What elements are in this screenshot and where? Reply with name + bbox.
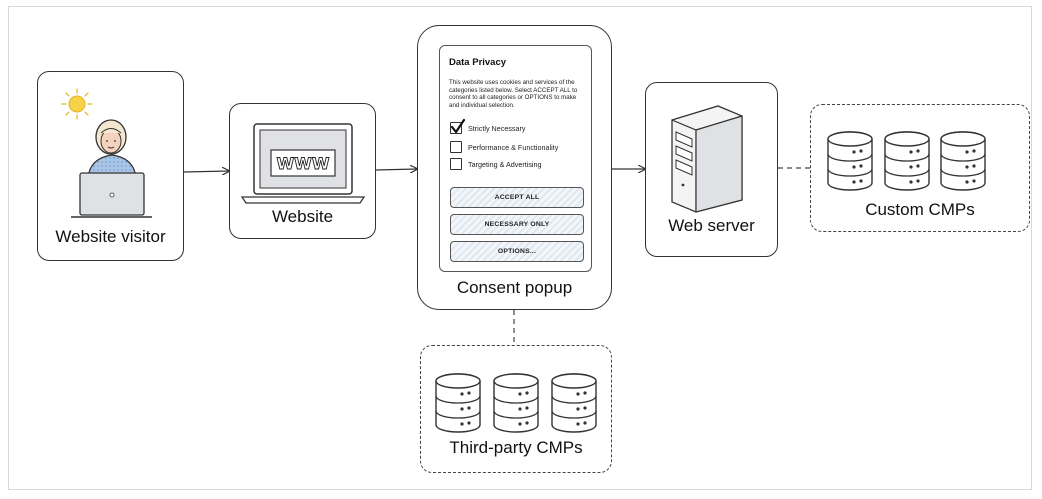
database-icon xyxy=(827,131,873,191)
database-icon xyxy=(493,373,539,433)
visitor-node xyxy=(37,71,184,261)
thirdparty-cmps-label: Third-party CMPs xyxy=(449,438,583,457)
checkmark-icon xyxy=(450,119,466,134)
popup-body-line: consent to all categories or OPTIONS to … xyxy=(449,94,577,102)
popup-body-line: categories listed below. Select ACCEPT A… xyxy=(449,86,578,94)
necessary-only-button[interactable]: NECESSARY ONLY xyxy=(450,214,584,235)
consent-popup-dialog: Data Privacy This website uses cookies a… xyxy=(439,45,592,272)
consent-label: Consent popup xyxy=(456,278,573,297)
website-laptop-icon: WWW xyxy=(240,123,366,204)
person-icon xyxy=(87,119,137,179)
accept-all-button[interactable]: ACCEPT ALL xyxy=(450,187,584,208)
sun-icon xyxy=(61,88,93,120)
visitor-label: Website visitor xyxy=(55,227,166,246)
option-targeting[interactable]: Targeting & Advertising xyxy=(450,158,542,170)
laptop-icon xyxy=(71,172,152,218)
checkbox-unchecked[interactable] xyxy=(450,141,462,153)
database-icon xyxy=(940,131,986,191)
popup-title: Data Privacy xyxy=(449,57,507,68)
popup-body-line: and individual selection. xyxy=(449,101,515,109)
option-label: Targeting & Advertising xyxy=(468,159,542,169)
server-label: Web server xyxy=(668,216,755,235)
edge-website-consent xyxy=(375,169,417,170)
popup-body-line: This website uses cookies and services o… xyxy=(449,79,575,86)
edge-visitor-website xyxy=(183,171,229,172)
www-text: WWW xyxy=(277,154,330,173)
database-icon xyxy=(884,131,930,191)
database-icon xyxy=(551,373,597,433)
diagram-frame xyxy=(8,6,1032,490)
checkbox-unchecked[interactable] xyxy=(450,158,462,170)
custom-cmps-label: Custom CMPs xyxy=(865,200,975,219)
option-performance[interactable]: Performance & Functionality xyxy=(450,141,558,153)
server-icon xyxy=(671,105,743,213)
option-label: Strictly Necessary xyxy=(468,123,526,133)
option-strictly-necessary[interactable]: Strictly Necessary xyxy=(450,119,526,134)
website-label: Website xyxy=(271,207,334,226)
options-button[interactable]: OPTIONS... xyxy=(450,241,584,262)
popup-body: This website uses cookies and services o… xyxy=(449,79,589,109)
checkbox-checked[interactable] xyxy=(450,119,466,134)
option-label: Performance & Functionality xyxy=(468,142,559,152)
database-icon xyxy=(435,373,481,433)
